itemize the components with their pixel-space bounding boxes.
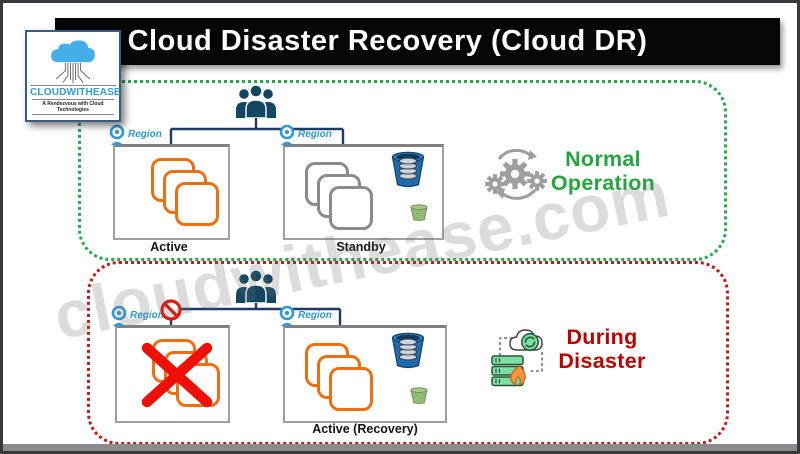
- small-bucket-icon: [410, 387, 428, 404]
- page-title: Cloud Disaster Recovery (Cloud DR): [127, 25, 648, 57]
- region-caption-recovery: Active (Recovery): [312, 422, 418, 436]
- region-caption-standby: Standby: [336, 240, 386, 254]
- title-bar: Cloud Disaster Recovery (Cloud DR): [55, 18, 780, 65]
- logo-name: CLOUDWITHEASE: [30, 85, 121, 98]
- region-label: Region: [298, 310, 332, 321]
- normal-operation-line1: Normal: [565, 147, 641, 171]
- during-disaster-line1: During: [566, 325, 638, 349]
- region-pin-icon: [109, 124, 125, 145]
- users-icon: [236, 84, 276, 118]
- disaster-recovery-icon: [491, 329, 543, 387]
- instance-icon: [329, 186, 373, 230]
- prohibition-icon: [160, 299, 182, 321]
- normal-operation-line2: Operation: [550, 171, 656, 195]
- during-disaster-label: During Disaster: [523, 325, 681, 373]
- region-label: Region: [128, 129, 162, 140]
- during-disaster-zone: [87, 261, 729, 445]
- normal-operation-zone: [78, 80, 727, 261]
- region-box-active: [113, 144, 230, 240]
- region-pin-icon: [279, 124, 295, 145]
- region-box-failed: [115, 325, 230, 423]
- region-box-recovery: [283, 325, 447, 423]
- users-icon: [236, 269, 276, 303]
- logo-cloud-icon: [51, 40, 95, 63]
- connector-lines: [169, 116, 345, 326]
- storage-bucket-icon: [391, 332, 425, 369]
- slide-bottom-edge: [3, 444, 797, 451]
- region-label: Region: [298, 129, 332, 140]
- logo-network-icon: [55, 63, 91, 84]
- gears-icon: [485, 148, 547, 200]
- instance-icon: [329, 367, 373, 411]
- instance-icon: [175, 182, 219, 226]
- region-label: Region: [130, 310, 164, 321]
- normal-operation-label: Normal Operation: [523, 147, 683, 195]
- small-bucket-icon: [410, 204, 428, 221]
- during-disaster-line2: Disaster: [558, 349, 646, 373]
- region-pin-icon: [111, 305, 127, 326]
- failure-cross-icon: [141, 342, 213, 408]
- logo-tagline: A Rendezvous with Cloud Technologies: [32, 99, 114, 115]
- region-box-standby: [283, 144, 444, 240]
- region-pin-icon: [279, 305, 295, 326]
- storage-bucket-icon: [391, 151, 425, 188]
- logo: CLOUDWITHEASE A Rendezvous with Cloud Te…: [25, 30, 121, 122]
- region-caption-active: Active: [150, 240, 188, 254]
